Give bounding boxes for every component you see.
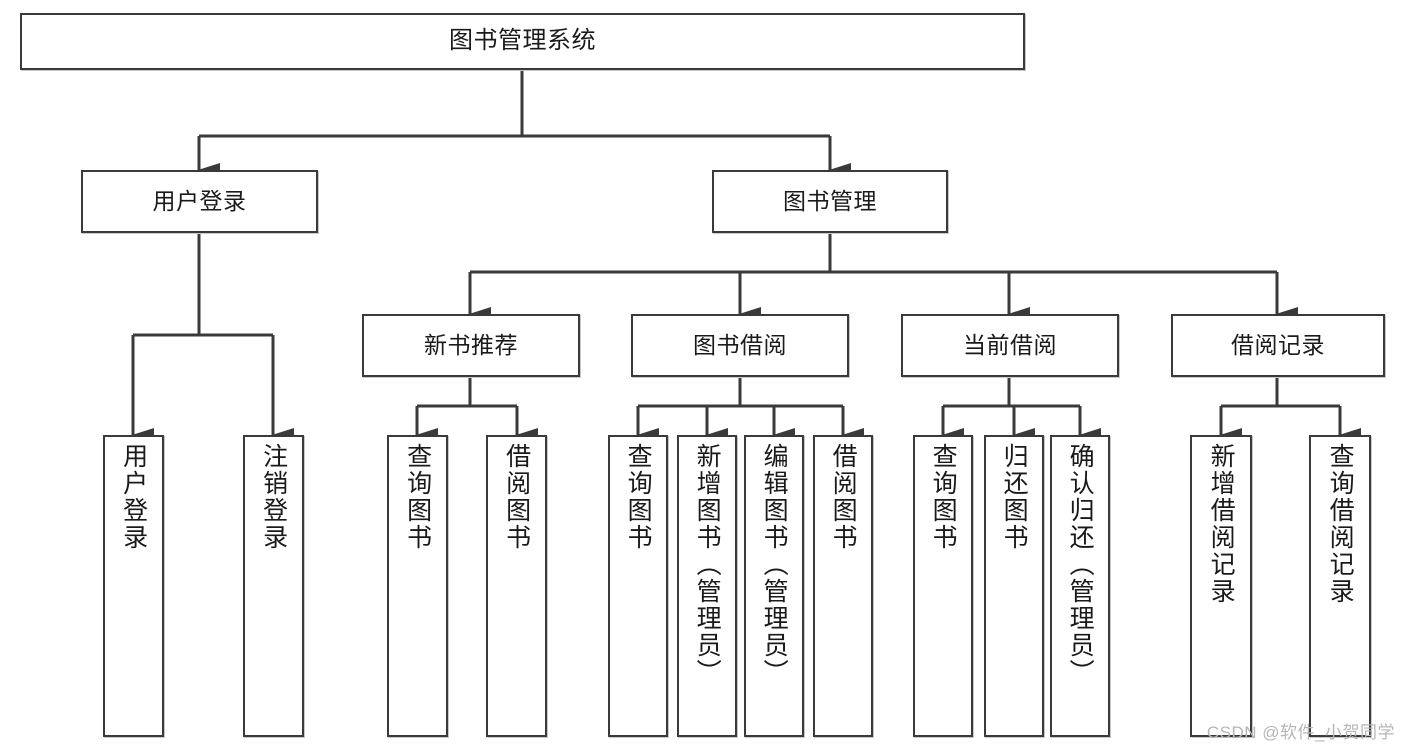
leaf-borrow-book-label: 借阅图书 (829, 443, 858, 551)
leaf-borrow-book-rec-label: 借阅图书 (502, 443, 531, 551)
node-root[interactable]: 图书管理系统 (20, 13, 1025, 70)
leaf-user-login-label: 用户登录 (119, 443, 148, 551)
node-borrow-record[interactable]: 借阅记录 (1171, 314, 1385, 377)
leaf-confirm-return[interactable]: 确认归还（管理员） (1050, 435, 1110, 737)
leaf-query-book-rec-label: 查询图书 (403, 443, 432, 551)
leaf-return-book[interactable]: 归还图书 (984, 435, 1044, 737)
leaf-query-book-borrow-label: 查询图书 (624, 443, 653, 551)
leaf-logout[interactable]: 注销登录 (243, 435, 304, 737)
leaf-add-book-label: 新增图书（管理员） (693, 443, 722, 686)
leaf-borrow-book[interactable]: 借阅图书 (813, 435, 873, 737)
node-new-book-recommend[interactable]: 新书推荐 (362, 314, 580, 377)
node-user-login[interactable]: 用户登录 (81, 170, 318, 233)
leaf-add-record-label: 新增借阅记录 (1207, 443, 1236, 605)
node-book-borrow[interactable]: 图书借阅 (631, 314, 849, 377)
leaf-add-record[interactable]: 新增借阅记录 (1190, 435, 1252, 737)
leaf-edit-book[interactable]: 编辑图书（管理员） (744, 435, 804, 737)
leaf-borrow-book-rec[interactable]: 借阅图书 (486, 435, 547, 737)
leaf-query-book-cur[interactable]: 查询图书 (913, 435, 973, 737)
leaf-query-record[interactable]: 查询借阅记录 (1309, 435, 1371, 737)
node-current-borrow[interactable]: 当前借阅 (901, 314, 1119, 377)
leaf-confirm-return-label: 确认归还（管理员） (1066, 443, 1095, 686)
node-root-label: 图书管理系统 (449, 27, 596, 55)
node-new-book-recommend-label: 新书推荐 (424, 331, 518, 358)
node-user-login-label: 用户登录 (152, 187, 247, 214)
leaf-edit-book-label: 编辑图书（管理员） (760, 443, 789, 686)
watermark: CSDN @软件_小贺同学 (1206, 723, 1395, 742)
leaf-query-book-borrow[interactable]: 查询图书 (608, 435, 668, 737)
leaf-query-book-rec[interactable]: 查询图书 (387, 435, 448, 737)
node-book-manage[interactable]: 图书管理 (712, 170, 948, 233)
leaf-add-book[interactable]: 新增图书（管理员） (677, 435, 737, 737)
leaf-query-record-label: 查询借阅记录 (1326, 443, 1355, 605)
node-borrow-record-label: 借阅记录 (1231, 331, 1325, 358)
node-book-manage-label: 图书管理 (783, 187, 877, 214)
leaf-logout-label: 注销登录 (259, 443, 288, 551)
leaf-user-login[interactable]: 用户登录 (103, 435, 164, 737)
node-book-borrow-label: 图书借阅 (693, 331, 787, 358)
node-current-borrow-label: 当前借阅 (963, 331, 1057, 358)
leaf-query-book-cur-label: 查询图书 (929, 443, 958, 551)
leaf-return-book-label: 归还图书 (1000, 443, 1029, 551)
